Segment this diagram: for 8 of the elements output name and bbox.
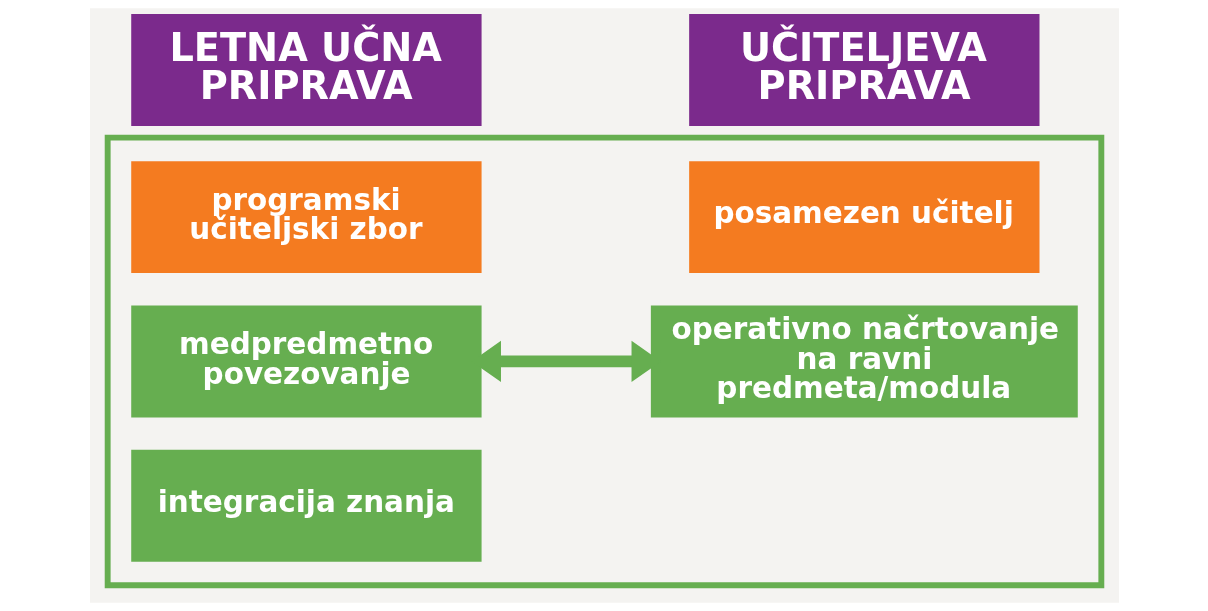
node-box: posamezen učitelj: [688, 161, 1039, 274]
node-box: integracija znanja: [130, 449, 482, 562]
node-box: LETNA UČNA PRIPRAVA: [130, 14, 482, 126]
node-box: UČITELJEVA PRIPRAVA: [688, 14, 1039, 126]
node-box: programski učiteljski zbor: [130, 161, 482, 274]
cluster: [104, 134, 1104, 589]
node-box: operativno načrtovanje na ravni predmeta/modula: [650, 305, 1078, 418]
node-box: medpredmetno povezovanje: [130, 305, 482, 418]
